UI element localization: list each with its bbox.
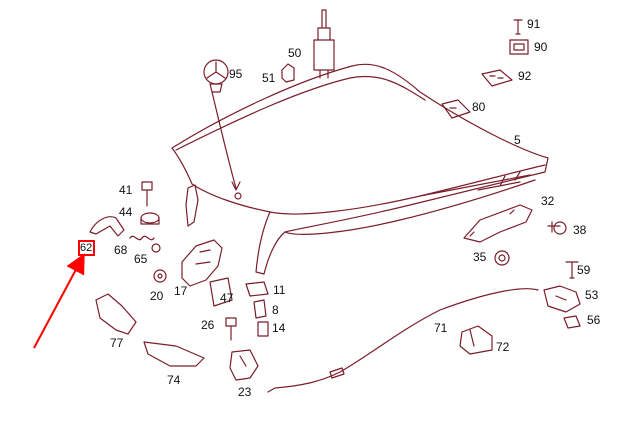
plate-47 — [209, 277, 233, 307]
part-label-41[interactable]: 41 — [119, 183, 133, 197]
nut-35 — [494, 250, 510, 266]
insulation-74 — [143, 341, 205, 367]
part-label-91[interactable]: 91 — [527, 17, 541, 31]
part-label-59[interactable]: 59 — [577, 263, 591, 277]
clip-14 — [257, 321, 269, 337]
part-label-56[interactable]: 56 — [587, 313, 601, 327]
part-label-8[interactable]: 8 — [272, 303, 279, 317]
part-label-65[interactable]: 65 — [134, 252, 148, 266]
hood-hinge — [463, 204, 533, 243]
part-label-53[interactable]: 53 — [585, 288, 599, 302]
highlight-box — [78, 240, 95, 256]
part-label-51[interactable]: 51 — [262, 71, 276, 85]
grommet-44 — [140, 212, 160, 224]
hood-rear-edge — [284, 179, 536, 235]
bolt-26 — [225, 317, 237, 341]
clip-90 — [509, 39, 529, 55]
part-label-71[interactable]: 71 — [434, 321, 448, 335]
part-label-5[interactable]: 5 — [514, 133, 521, 147]
part-label-90[interactable]: 90 — [534, 40, 548, 54]
part-label-38[interactable]: 38 — [573, 223, 587, 237]
highlight-arrow — [33, 253, 85, 349]
part-label-26[interactable]: 26 — [201, 318, 215, 332]
bracket-80 — [441, 99, 471, 119]
part-label-35[interactable]: 35 — [473, 250, 487, 264]
release-cable — [267, 288, 539, 393]
part-label-17[interactable]: 17 — [174, 284, 188, 298]
part-label-72[interactable]: 72 — [496, 340, 510, 354]
clip-11 — [245, 281, 269, 297]
bracket-92 — [481, 69, 513, 87]
part-label-68[interactable]: 68 — [114, 243, 128, 257]
part-label-14[interactable]: 14 — [272, 321, 286, 335]
part-label-95[interactable]: 95 — [229, 67, 243, 81]
hood-panel — [171, 63, 549, 275]
part-label-11[interactable]: 11 — [273, 283, 286, 297]
part-label-47[interactable]: 47 — [220, 291, 234, 305]
hood-latch — [181, 239, 223, 287]
hood-frame — [419, 171, 531, 197]
part-label-77[interactable]: 77 — [110, 336, 124, 350]
bracket-23 — [229, 349, 259, 381]
part-label-32[interactable]: 32 — [541, 194, 555, 208]
hood-front-bracket — [185, 184, 199, 227]
screw-91 — [513, 19, 523, 35]
hood-lower-edge — [269, 164, 546, 215]
bolt-38 — [547, 221, 567, 235]
part-label-50[interactable]: 50 — [288, 46, 302, 60]
part-label-74[interactable]: 74 — [167, 373, 181, 387]
part-label-62[interactable]: 62 — [80, 242, 93, 254]
part-label-20[interactable]: 20 — [150, 289, 164, 303]
clip-56 — [563, 315, 581, 329]
part-label-44[interactable]: 44 — [119, 205, 133, 219]
part-label-92[interactable]: 92 — [518, 69, 532, 83]
emblem-hole — [234, 192, 242, 200]
bushing-65 — [151, 243, 161, 253]
clip-8 — [253, 299, 267, 319]
safety-hook — [89, 216, 125, 237]
insulation-77 — [95, 293, 137, 335]
release-handle — [459, 325, 493, 355]
emblem-pointer — [211, 91, 237, 189]
spring-68 — [129, 235, 155, 241]
screw-59 — [565, 261, 579, 279]
nut-20 — [153, 269, 167, 283]
part-label-23[interactable]: 23 — [238, 385, 252, 399]
strut-bracket — [281, 63, 295, 83]
hood-crease — [175, 75, 426, 151]
gas-strut — [313, 9, 335, 79]
bolt-41 — [141, 181, 153, 207]
part-label-80[interactable]: 80 — [472, 100, 486, 114]
latch-53 — [543, 285, 581, 313]
